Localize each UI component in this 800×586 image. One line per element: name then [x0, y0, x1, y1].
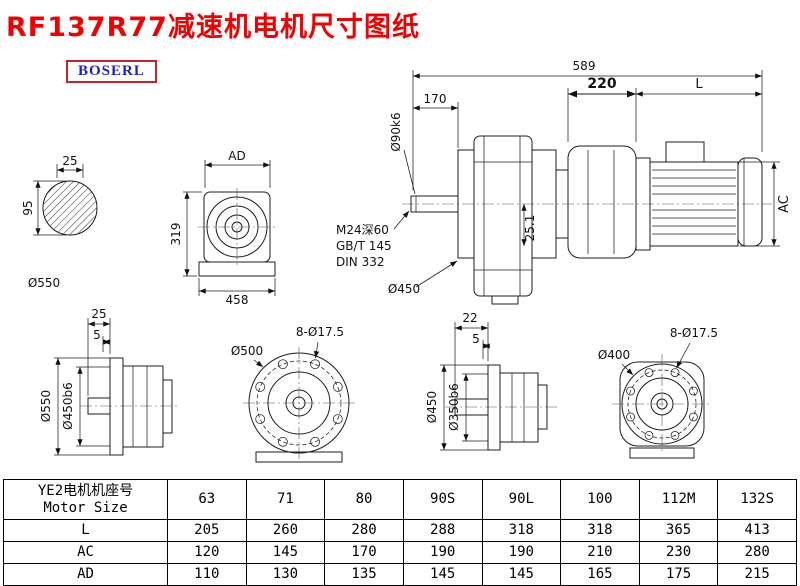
table-row-ad: AD 110 130 135 145 145 165 175 215 [3, 563, 797, 586]
cell-ac-71: 145 [245, 541, 326, 564]
dim-flange1-holes: 8-Ø17.5 [296, 325, 344, 339]
dim-overall-length: 589 [573, 59, 596, 73]
cell-ad-80: 135 [324, 563, 404, 586]
row-label-ad: AD [3, 563, 168, 586]
dim-flange2-front-dia: Ø400 [598, 348, 630, 362]
dim-front-width: 458 [226, 293, 249, 307]
cell-ad-71: 130 [245, 563, 326, 586]
table-row-ac: AC 120 145 170 190 190 210 230 280 [3, 541, 797, 564]
dim-flange2-a: 22 [462, 311, 477, 325]
row-label-ac: AC [3, 541, 168, 564]
cell-ac-90s: 190 [402, 541, 483, 564]
dim-flange1-od: Ø550 [39, 390, 53, 422]
cell-ad-112m: 175 [638, 563, 719, 586]
cell-ad-100: 165 [560, 563, 640, 586]
size-col-112m: 112M [638, 479, 719, 520]
dim-shaft-dia: Ø90k6 [389, 112, 403, 151]
dim-shaft-width: 25 [62, 154, 77, 168]
dim-key-height: 25.1 [523, 215, 537, 242]
dim-flange2-holes: 8-Ø17.5 [670, 326, 718, 340]
motor-size-header-cn: YE2电机机座号 [37, 482, 134, 499]
dim-shaft-length: 170 [424, 92, 447, 106]
cell-ac-100: 210 [560, 541, 640, 564]
gearbox-side-view: 589 170 Ø90k6 M24深60 GB/T 145 DIN 332 Ø4… [336, 59, 772, 305]
motor-dimension-table: YE2电机机座号 Motor Size 63 71 80 90S 90L 100… [3, 479, 797, 586]
output-flange-side-view-large: 25 5 Ø550 Ø450b6 [39, 307, 180, 456]
dim-flange2-b: 5 [472, 332, 480, 346]
size-col-71: 71 [245, 479, 326, 520]
dim-flange1-a: 25 [91, 307, 106, 321]
dim-motor-length: L [695, 77, 703, 92]
size-col-100: 100 [560, 479, 640, 520]
size-col-80: 80 [324, 479, 404, 520]
size-col-132s: 132S [717, 479, 797, 520]
dim-main-flange-dia: Ø450 [388, 282, 420, 296]
note-tapped-hole: M24深60 [336, 223, 389, 237]
cell-ad-90s: 145 [402, 563, 483, 586]
cell-l-132s: 413 [717, 519, 797, 542]
dim-flange1-b: 5 [93, 328, 101, 342]
motor-size-header-cell: YE2电机机座号 Motor Size [3, 479, 168, 520]
cell-l-112m: 365 [638, 519, 719, 542]
brand-logo: BOSERL [66, 60, 157, 83]
motor-side-view: 220 L AC [555, 76, 792, 259]
output-flange-side-view-small: 22 5 Ø450 Ø350b6 [425, 311, 560, 451]
cell-ad-63: 110 [167, 563, 247, 586]
size-col-63: 63 [167, 479, 247, 520]
size-col-90s: 90S [402, 479, 483, 520]
cell-l-90l: 318 [481, 519, 562, 542]
cell-l-80: 280 [324, 519, 404, 542]
cell-ac-132s: 280 [717, 541, 797, 564]
cell-ac-90l: 190 [481, 541, 562, 564]
label-shaft-diameter: Ø550 [28, 276, 60, 290]
dim-flange2-od: Ø450 [425, 391, 439, 423]
table-row-l: L 205 260 280 288 318 318 365 413 [3, 519, 797, 542]
cell-ac-112m: 230 [638, 541, 719, 564]
dim-motor-dia: AC [777, 195, 792, 213]
note-standard-2: DIN 332 [336, 255, 384, 269]
note-standard-1: GB/T 145 [336, 239, 392, 253]
table-header-row: YE2电机机座号 Motor Size 63 71 80 90S 90L 100… [3, 479, 797, 520]
dim-ad: AD [228, 149, 245, 163]
row-label-l: L [3, 519, 168, 542]
cell-l-63: 205 [167, 519, 247, 542]
dim-flange1-spigot: Ø450b6 [61, 382, 75, 430]
cell-ac-80: 170 [324, 541, 404, 564]
cell-l-90s: 288 [402, 519, 483, 542]
motor-size-header-en: Motor Size [43, 499, 128, 516]
dim-front-height: 319 [169, 223, 183, 246]
dim-flange2-spigot: Ø350b6 [447, 383, 461, 431]
gearbox-front-view: AD 319 458 [169, 149, 276, 307]
cell-l-71: 260 [245, 519, 326, 542]
cell-ad-132s: 215 [717, 563, 797, 586]
cell-ad-90l: 145 [481, 563, 562, 586]
cell-ac-63: 120 [167, 541, 247, 564]
size-col-90l: 90L [481, 479, 562, 520]
output-flange-front-view-small: Ø400 8-Ø17.5 [598, 326, 718, 459]
dim-adapter-length: 220 [587, 76, 616, 92]
shaft-section-view: 25 95 Ø550 [21, 154, 98, 290]
dim-shaft-height: 95 [21, 200, 35, 215]
cell-l-100: 318 [560, 519, 640, 542]
page-title: RF137R77减速机电机尺寸图纸 [6, 12, 420, 43]
dim-flange1-front-dia: Ø500 [231, 344, 263, 358]
output-flange-front-view-large: Ø500 8-Ø17.5 [231, 325, 355, 463]
